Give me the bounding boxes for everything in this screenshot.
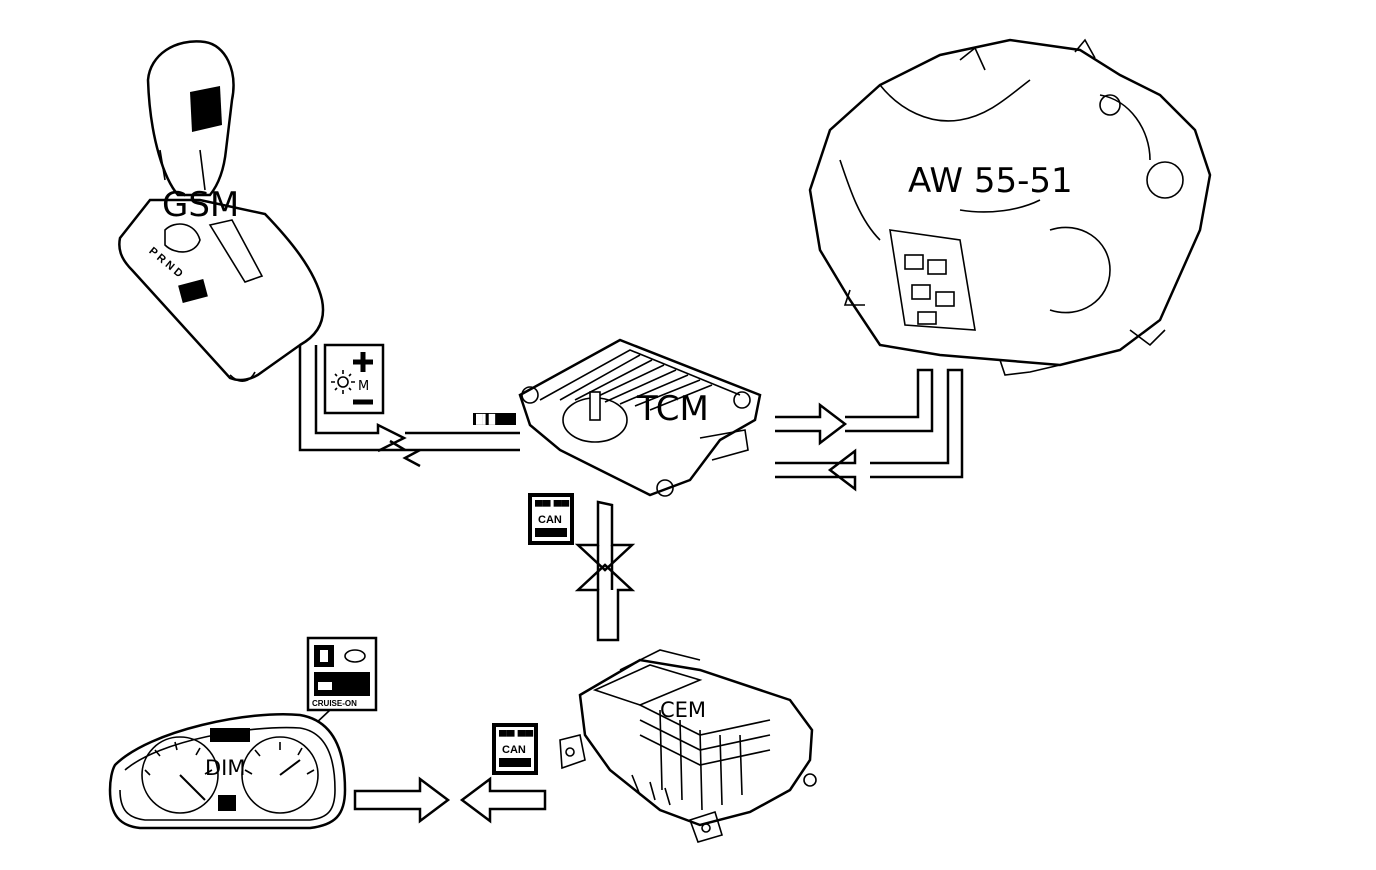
aw-label: AW 55-51 [908,161,1073,201]
gear-selector-icon: P R N D [118,40,325,382]
tcm-cem-link [574,500,636,642]
cem-label: CEM [660,698,706,722]
tcm-aw-link [775,368,964,492]
svg-text:▀▀ ▀▀: ▀▀ ▀▀ [535,499,569,513]
cruise-warning-icon: CRUISE-ON [306,636,378,712]
svg-text:CAN: CAN [538,514,562,526]
gsm-tcm-link: █▌█ [298,345,520,468]
svg-text:▀▀ ▀▀: ▀▀ ▀▀ [499,729,533,743]
svg-text:█▌█: █▌█ [476,413,496,425]
cem-module-icon [559,649,817,843]
control-module-icon [518,338,762,497]
manual-shift-plus-minus-icon: M [323,343,385,415]
transmission-icon [808,38,1212,376]
dim-cem-link [353,776,547,824]
can-bus-icon-2: ▀▀ ▀▀ CAN [492,723,538,775]
svg-text:CRUISE-ON: CRUISE-ON [312,699,357,708]
gsm-label: GSM [162,185,239,225]
dim-label: DIM [205,756,245,780]
svg-text:CAN: CAN [502,744,526,756]
instrument-cluster-icon [108,713,347,830]
svg-text:M: M [358,379,369,394]
tcm-label: TCM [636,389,709,429]
can-bus-icon: ▀▀ ▀▀ CAN [528,493,574,545]
